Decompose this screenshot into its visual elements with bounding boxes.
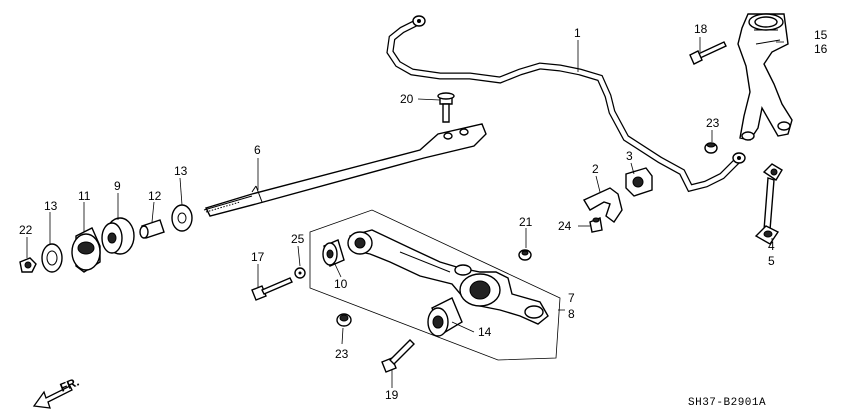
callout-15: 15 — [814, 28, 828, 42]
diagram-code: SH37-B2901A — [688, 397, 766, 409]
bolt-18[interactable] — [689, 41, 727, 65]
washer-13-right[interactable] — [171, 204, 193, 232]
callout-23-upper: 23 — [706, 116, 720, 130]
bushing-9[interactable] — [101, 217, 135, 255]
bolt-19[interactable] — [381, 339, 415, 373]
bushing-10[interactable] — [322, 239, 345, 267]
bolt-20[interactable] — [437, 92, 455, 123]
callout-16: 16 — [814, 42, 828, 56]
callout-18: 18 — [694, 22, 708, 36]
callout-23-lower: 23 — [335, 347, 349, 361]
callout-2: 2 — [592, 162, 599, 176]
callout-24: 24 — [558, 219, 572, 233]
callout-12: 12 — [148, 189, 162, 203]
leader-lines — [26, 37, 784, 388]
bolt-24[interactable] — [589, 217, 603, 233]
knuckle[interactable] — [737, 13, 793, 141]
nut-22[interactable] — [19, 257, 37, 273]
callout-numbers: 1 2 3 4 5 6 7 8 9 10 11 12 13 13 14 15 1… — [19, 22, 828, 402]
stabilizer-link[interactable] — [754, 163, 783, 245]
callout-13-left: 13 — [44, 199, 58, 213]
washer-25[interactable] — [294, 267, 306, 279]
callout-14: 14 — [478, 325, 492, 339]
callout-10: 10 — [334, 277, 348, 291]
callout-3: 3 — [626, 149, 633, 163]
callout-11: 11 — [78, 189, 91, 203]
stabilizer-bar[interactable] — [386, 15, 746, 193]
radius-rod[interactable] — [203, 123, 487, 217]
lower-arm[interactable] — [347, 229, 549, 325]
callout-8: 8 — [568, 307, 575, 321]
front-direction-arrow: FR. — [32, 375, 81, 409]
callout-6: 6 — [254, 143, 261, 157]
callout-5: 5 — [768, 254, 775, 268]
bolt-17[interactable] — [251, 277, 293, 301]
direction-label: FR. — [58, 375, 81, 395]
stabilizer-bushing[interactable] — [625, 167, 653, 197]
bushing-11[interactable] — [71, 227, 101, 273]
callout-9: 9 — [114, 179, 121, 193]
callout-13-right: 13 — [174, 164, 188, 178]
bushing-14[interactable] — [427, 297, 463, 337]
nut-23-lower[interactable] — [336, 313, 352, 327]
washer-13-left[interactable] — [41, 243, 63, 273]
callout-1: 1 — [574, 26, 581, 40]
collar-12[interactable] — [139, 219, 165, 239]
arrow-icon — [32, 385, 73, 409]
callout-21: 21 — [519, 215, 533, 229]
callout-20: 20 — [400, 92, 414, 106]
nut-23-upper[interactable] — [704, 142, 718, 154]
nut-21[interactable] — [518, 249, 532, 261]
callout-19: 19 — [385, 388, 399, 402]
callout-25: 25 — [291, 232, 305, 246]
callout-7: 7 — [568, 291, 575, 305]
callout-22: 22 — [19, 223, 33, 237]
stabilizer-bracket[interactable] — [582, 187, 623, 224]
callout-4: 4 — [768, 239, 775, 253]
lower-arm-assembly-outline — [309, 209, 561, 361]
callout-17: 17 — [251, 250, 265, 264]
